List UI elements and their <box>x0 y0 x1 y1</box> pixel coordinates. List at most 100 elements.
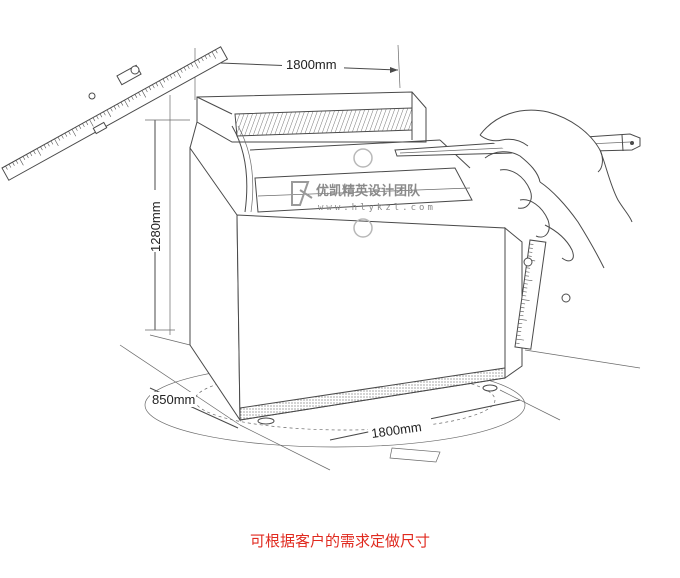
ruler-tick <box>152 84 155 89</box>
ruler-tick <box>36 148 42 156</box>
cabinet-curved-glass <box>231 125 248 213</box>
ruler-left <box>1 46 229 181</box>
height-label: 1280mm <box>148 201 163 252</box>
height-dimension: 1280mm <box>145 119 190 331</box>
ruler-tick <box>96 115 99 120</box>
ruler-tick <box>522 291 527 293</box>
ruler-tick <box>211 51 217 59</box>
ruler-tick <box>516 338 525 341</box>
ruler-tick <box>528 251 533 253</box>
ruler-right <box>514 239 547 350</box>
ruler-tick <box>82 123 85 128</box>
ruler-tick <box>515 342 520 344</box>
ruler-tick <box>68 131 71 135</box>
ruler-tick <box>134 94 138 98</box>
ruler-tick <box>176 70 182 79</box>
ruler-tick <box>169 74 173 79</box>
ruler-tick <box>5 165 8 170</box>
ruler-tick <box>162 78 166 83</box>
ruler-right-knob-2 <box>561 293 571 303</box>
ruler-tick <box>190 63 194 67</box>
ruler-tick <box>47 142 50 147</box>
ruler-tick <box>524 275 529 277</box>
ruler-tick <box>519 311 524 313</box>
ruler-tick <box>159 80 164 88</box>
hand <box>479 109 633 269</box>
ruler-tick <box>529 243 534 245</box>
ruler-tick <box>201 57 204 62</box>
ruler-tick <box>520 307 525 309</box>
ruler-tick <box>194 61 199 69</box>
ruler-tick <box>518 322 523 325</box>
ruler-tick <box>521 303 526 305</box>
ruler-tick <box>75 127 78 131</box>
bottom-width-dimension: 1800mm <box>329 399 521 463</box>
ruler-tick <box>43 144 47 149</box>
ruler-tick <box>8 163 12 168</box>
ruler-tick <box>85 121 89 126</box>
cabinet-shelf <box>254 167 473 213</box>
caption: 可根据客户的需求定做尺寸 <box>249 532 430 550</box>
ruler-tick <box>519 314 524 317</box>
ruler-tick <box>173 72 176 77</box>
cabinet-foot-left <box>257 417 275 425</box>
ruler-tick <box>50 140 54 145</box>
ruler-tick <box>141 90 147 98</box>
cabinet-foot-right <box>482 384 498 392</box>
ruler-tick <box>22 156 26 161</box>
watermark-name: 优凯精英设计团队 <box>316 183 421 199</box>
ruler-tick <box>208 53 211 58</box>
ruler-tick <box>518 318 527 321</box>
bottom-width-label: 1800mm <box>370 419 422 441</box>
ruler-tick <box>145 88 148 93</box>
cabinet-right-side <box>504 226 523 379</box>
ruler-tick <box>138 92 141 97</box>
ruler-tick <box>61 134 64 139</box>
ruler-tick <box>180 68 183 73</box>
ruler-tick <box>54 138 59 147</box>
ruler-tick <box>103 111 106 116</box>
ruler-tick <box>517 326 522 328</box>
ruler-tick <box>89 119 94 127</box>
watermark-url: www.hlykzl.com <box>318 203 436 213</box>
ruler-tick <box>71 129 77 137</box>
ruler-tick <box>26 154 29 159</box>
ruler-tick <box>12 162 15 166</box>
cabinet <box>189 91 523 425</box>
depth-dimension: 850mm <box>149 387 239 429</box>
ruler-tick <box>148 86 152 91</box>
ruler-tick <box>33 150 36 155</box>
watermark-logo-icon <box>291 181 313 206</box>
ruler-right-knob <box>523 257 533 267</box>
ruler-tick <box>120 101 124 106</box>
ruler-tick <box>64 132 68 137</box>
cabinet-kick-plate <box>239 367 506 421</box>
display-cabinet-sketch: 1800mm 1280mm 优凯精英设计团队 <box>1 44 641 471</box>
ruler-tick <box>15 160 19 164</box>
ruler-tick <box>113 105 117 110</box>
ruler-tick <box>99 113 103 118</box>
ruler-tick <box>155 82 159 87</box>
ruler-tick <box>521 299 530 301</box>
ruler-tick <box>127 98 131 102</box>
ruler-tick <box>516 334 521 336</box>
ruler-tick <box>29 152 33 157</box>
ruler-tick <box>124 99 129 108</box>
ruler-clamp <box>88 64 142 135</box>
ruler-tick <box>215 49 218 54</box>
ruler-tick <box>517 330 522 332</box>
ruler-tick <box>78 125 82 129</box>
ruler-tick <box>106 109 112 117</box>
ruler-tick <box>523 287 528 289</box>
construction-lines <box>119 44 641 471</box>
ruler-tick <box>166 76 169 81</box>
cabinet-left-side <box>189 146 241 422</box>
ruler-tick <box>19 158 24 166</box>
ruler-tick <box>522 295 527 297</box>
ruler-tick <box>117 103 120 108</box>
ruler-tick <box>187 65 190 69</box>
ruler-tick <box>183 67 187 71</box>
ruler-tick <box>526 267 531 269</box>
ruler-tick <box>110 107 113 112</box>
top-width-label: 1800mm <box>286 57 337 72</box>
